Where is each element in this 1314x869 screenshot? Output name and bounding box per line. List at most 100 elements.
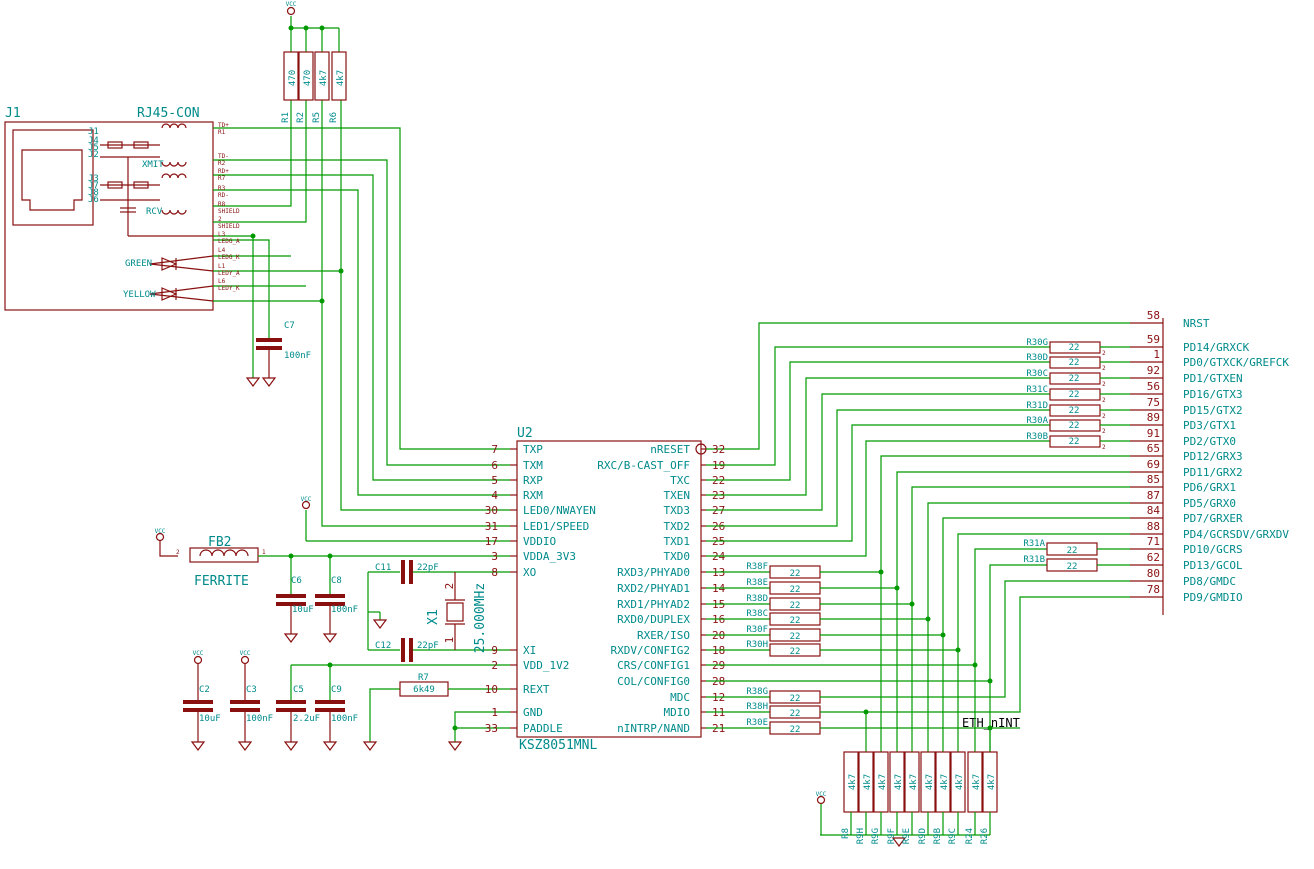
rj45-right-pin: TD-: [218, 153, 229, 160]
rj45-right-pin: L3: [218, 231, 226, 238]
phy-pin-number: 8: [491, 566, 498, 579]
pin-tag: 2: [1102, 397, 1106, 404]
pin-tag: 2: [1102, 365, 1106, 372]
mcu-pin-name: PD2/GTX0: [1183, 435, 1236, 448]
pin-tag: 2: [1102, 350, 1106, 357]
fb2-value: FERRITE: [194, 574, 249, 589]
series-resistor-value: 22: [1067, 562, 1078, 572]
mcu-pin-number: 56: [1147, 380, 1160, 393]
c2-ref: C2: [199, 685, 210, 695]
mcu-pin-number: 80: [1147, 567, 1160, 580]
series-resistor-value: 22: [1069, 406, 1080, 416]
fb2-pin: 1: [262, 549, 266, 556]
c9-value: 100nF: [331, 714, 358, 724]
series-resistor-ref: R30D: [1026, 353, 1048, 363]
rj45-ref: J1: [5, 106, 21, 121]
phy-pin-name: TXEN: [664, 489, 691, 502]
phy-pin-number: 10: [485, 683, 498, 696]
x1-pin: 2: [443, 583, 456, 590]
series-resistor-value: 22: [790, 616, 801, 626]
phy-pin-name: TXD1: [664, 535, 691, 548]
pullup-ref: R9D: [918, 828, 928, 844]
series-resistor-value: 22: [790, 585, 801, 595]
top-resistor-value: 4k7: [319, 70, 329, 86]
phy-pin-name: TXM: [523, 459, 543, 472]
net-mdio: [820, 596, 1130, 713]
c11-ref: C11: [375, 563, 391, 573]
mcu-pin-number: 78: [1147, 583, 1160, 596]
c2-value: 10uF: [199, 714, 221, 724]
phy-pin-name: TXD0: [664, 550, 691, 563]
phy-pin-name: COL/CONFIG0: [617, 675, 690, 688]
mcu-pin-name: PD14/GRXCK: [1183, 341, 1250, 354]
phy-pin-number: 1: [491, 706, 498, 719]
phy-pin-name: RXC/B-CAST_OFF: [597, 459, 690, 472]
c8-ref: C8: [331, 576, 342, 586]
series-resistor-ref: R31B: [1023, 555, 1045, 565]
mcu-pin-number: 1: [1153, 348, 1160, 361]
phy-pin-name: VDD_1V2: [523, 659, 569, 672]
rj45-right-pin: LEDY_A: [218, 270, 240, 277]
mcu-pin-number: 88: [1147, 520, 1160, 533]
mcu-pin-name: PD15/GTX2: [1183, 404, 1243, 417]
phy-pin-name: REXT: [523, 683, 550, 696]
rj45-left-pin: J1: [88, 127, 99, 137]
rj45-right-pin: R8: [218, 201, 226, 208]
phy-pin-name: nRESET: [650, 443, 690, 456]
rj45-right-pin: SHIELD: [218, 208, 240, 215]
phy-pin-name: PADDLE: [523, 722, 563, 735]
series-resistor-ref: R31D: [1026, 401, 1048, 411]
mcu-pin-name: PD12/GRX3: [1183, 450, 1243, 463]
phy-pin-number: 33: [485, 722, 498, 735]
vcc-label: VCC: [155, 528, 166, 535]
pullup-value: 4k7: [972, 774, 982, 790]
rj45-left-pin: J5: [88, 143, 99, 153]
pin-tag: 2: [1102, 428, 1106, 435]
vcc-label: VCC: [240, 650, 251, 657]
c7-value: 100nF: [284, 351, 311, 361]
rj45-right-pin: R2: [218, 160, 226, 167]
rj45-right-pin: R3: [218, 185, 226, 192]
mcu-pin-name: PD3/GTX1: [1183, 419, 1236, 432]
mcu-pin-name: PD10/GCRS: [1183, 543, 1243, 556]
phy-pin-number: 17: [485, 535, 498, 548]
net-upper: [706, 440, 1050, 557]
rj45-right-pin: LEDY_K: [218, 285, 240, 292]
phy-pin-name: MDIO: [664, 706, 691, 719]
rj45-left-pin: J7: [88, 181, 99, 191]
phy-ref: U2: [517, 426, 533, 441]
phy-pin-number: 6: [491, 459, 498, 472]
series-resistor-ref: R30A: [1026, 416, 1048, 426]
series-resistor-value: 22: [1069, 343, 1080, 353]
pullup-ref: R9G: [871, 828, 881, 844]
mcu-pin-number: 69: [1147, 458, 1160, 471]
pin-tag: 2: [1102, 413, 1106, 420]
c11-value: 22pF: [417, 563, 439, 573]
series-resistor-ref: R38H: [746, 702, 768, 712]
mcu-pin-name: PD6/GRX1: [1183, 481, 1236, 494]
phy-pin-name: LED0/NWAYEN: [523, 504, 596, 517]
c12-value: 22pF: [417, 641, 439, 651]
series-resistor-value: 22: [790, 694, 801, 704]
green-led-label: GREEN: [125, 259, 152, 269]
net-upper: [706, 346, 1050, 466]
series-resistor-ref: R30H: [746, 640, 768, 650]
c6-ref: C6: [291, 576, 302, 586]
mcu-pin-name: NRST: [1183, 317, 1210, 330]
rj45-right-pin: L4: [218, 247, 226, 254]
pullup-ref: R9C: [948, 828, 958, 844]
pullup-ref: R24: [965, 828, 975, 844]
rj45-right-pin: LEDG_A: [218, 238, 240, 245]
series-resistor-ref: R38F: [746, 562, 768, 572]
mcu-pin-name: PD11/GRX2: [1183, 466, 1243, 479]
c7-ref: C7: [284, 321, 295, 331]
series-resistor-ref: R38G: [746, 687, 768, 697]
fb2-pin: 2: [176, 549, 180, 556]
top-resistor-value: 4k7: [336, 70, 346, 86]
net-upper: [706, 424, 1050, 542]
series-resistor-ref: R38C: [746, 609, 768, 619]
phy-pin-name: CRS/CONFIG1: [617, 659, 690, 672]
c12-ref: C12: [375, 641, 391, 651]
